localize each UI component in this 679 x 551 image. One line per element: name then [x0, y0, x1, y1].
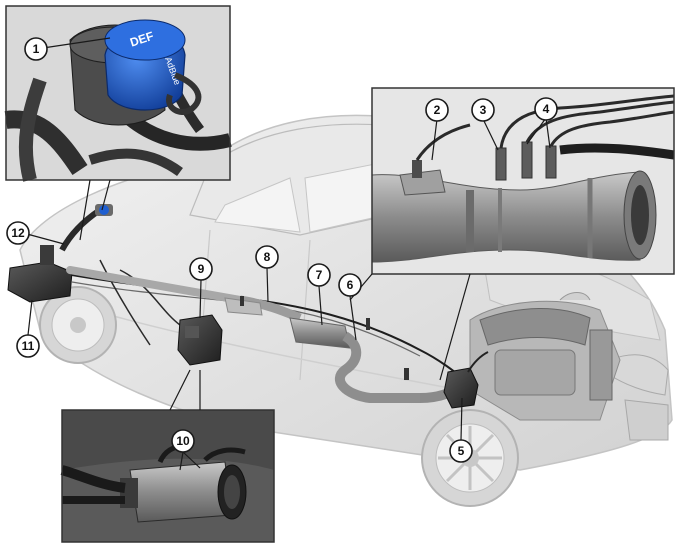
def-cap: DEF AdBlue: [104, 19, 186, 111]
callout-8: 8: [255, 245, 279, 269]
def-pump-module: [177, 314, 223, 366]
callout-12: 12: [6, 221, 30, 245]
def-dosing-module: [443, 351, 489, 409]
callout-leaders: [26, 37, 551, 471]
rear-wheel: [39, 286, 117, 364]
filler-neck: [59, 204, 113, 252]
callout-1: 1: [24, 37, 48, 61]
def-tank: [7, 245, 73, 303]
callout-11: 11: [16, 334, 40, 358]
callout-10-label: 10: [176, 434, 190, 448]
callout-9: 9: [189, 257, 213, 281]
callout-5: 5: [449, 439, 473, 463]
callout-9-label: 9: [198, 262, 205, 276]
engine: [469, 292, 621, 421]
inset-exhaust-sensors: [371, 87, 675, 275]
callout-12-label: 12: [11, 226, 25, 240]
callout-7: 7: [307, 263, 331, 287]
callout-3-label: 3: [480, 103, 487, 117]
callout-11-label: 11: [22, 339, 35, 353]
callout-2-label: 2: [434, 103, 441, 117]
inset-filler-cap: DEF AdBlue: [4, 5, 232, 182]
inset-def-pump: [60, 409, 275, 543]
callout-4: 4: [534, 97, 558, 121]
callout-6-label: 6: [347, 278, 354, 292]
callout-3: 3: [471, 98, 495, 122]
callout-2: 2: [425, 98, 449, 122]
callout-4-label: 4: [543, 102, 550, 116]
callout-8-label: 8: [264, 250, 271, 264]
callout-6: 6: [338, 273, 362, 297]
callout-5-label: 5: [458, 444, 465, 458]
callout-1-label: 1: [33, 42, 40, 56]
callout-7-label: 7: [316, 268, 323, 282]
callout-10: 10: [171, 429, 195, 453]
